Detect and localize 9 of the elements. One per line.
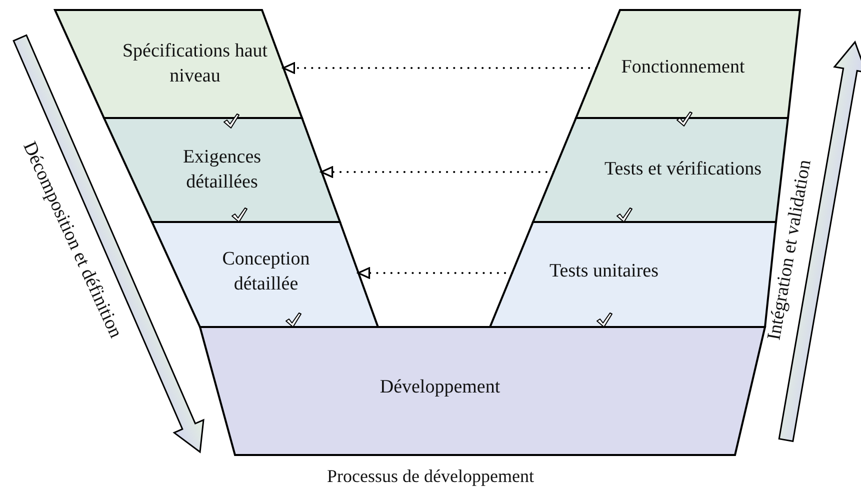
axis-label: Intégration et validation [764, 158, 816, 342]
stage-label: Spécifications haut niveau [121, 39, 269, 88]
stage-label: Développement [378, 376, 502, 400]
stage-label: Conception détaillée [221, 247, 311, 296]
stage-label: Exigences détaillées [182, 145, 262, 194]
stage-label: Tests unitaires [548, 260, 660, 284]
stage-label: Tests et vérifications [604, 158, 762, 182]
stage-label: Fonctionnement [620, 56, 746, 80]
caption: Processus de développement [326, 466, 535, 487]
